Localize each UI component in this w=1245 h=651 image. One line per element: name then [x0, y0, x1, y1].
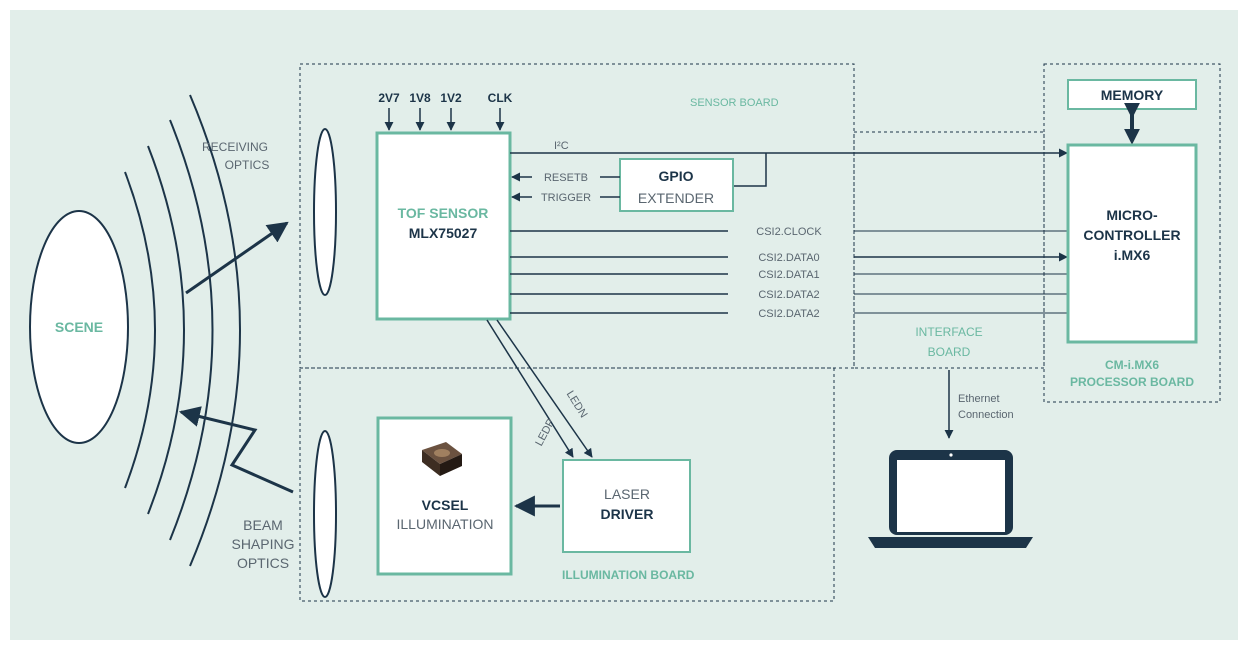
beam-optics-label-1: BEAM [243, 517, 283, 533]
vcsel-box [376, 416, 513, 576]
processor-board-label-2: PROCESSOR BOARD [1070, 375, 1194, 389]
processor-board-outline [1043, 63, 1221, 403]
illumination-board-outline [299, 367, 835, 602]
vcsel-subtitle: ILLUMINATION [397, 516, 494, 532]
microcontroller-box [1066, 143, 1198, 344]
pin-1v8-label: 1V8 [409, 91, 431, 105]
mcu-line-1: MICRO- [1106, 207, 1158, 223]
ledp-line [486, 319, 574, 458]
wavefront-3 [169, 119, 214, 541]
pin-clk-label: CLK [488, 91, 513, 105]
ledn-line [496, 319, 593, 458]
tof-sensor-title: TOF SENSOR [398, 205, 489, 221]
scene-label: SCENE [55, 319, 103, 335]
memory-label: MEMORY [1101, 87, 1164, 103]
mcu-line-3: i.MX6 [1114, 247, 1151, 263]
processor-board-label-1: CM-i.MX6 [1105, 358, 1159, 372]
csi-clock-label: CSI2.CLOCK [756, 226, 822, 238]
csi-data0-label: CSI2.DATA0 [758, 252, 819, 264]
scene-ellipse [29, 210, 129, 444]
trigger-label: TRIGGER [541, 192, 591, 204]
csi-data2-label: CSI2.DATA2 [758, 289, 819, 301]
mcu-line-2: CONTROLLER [1083, 227, 1180, 243]
beam-optics-label-3: OPTICS [237, 555, 289, 571]
wavefront-1 [124, 171, 156, 489]
pin-2v7-label: 2V7 [378, 91, 400, 105]
illumination-board-label: ILLUMINATION BOARD [562, 568, 695, 582]
csi-data3-label: CSI2.DATA2 [758, 308, 819, 320]
receiving-lens [313, 128, 337, 296]
ethernet-label-1: Ethernet [958, 393, 1000, 405]
tof-sensor-box [375, 131, 512, 321]
pin-1v2-label: 1V2 [440, 91, 462, 105]
beam-optics-label-2: SHAPING [231, 536, 294, 552]
gpio-title: GPIO [658, 168, 693, 184]
interface-board-label-2: BOARD [928, 345, 971, 359]
resetb-label: RESETB [544, 172, 588, 184]
vcsel-title: VCSEL [422, 497, 469, 513]
laser-driver-line1: LASER [604, 486, 650, 502]
wavefront-2 [147, 145, 185, 515]
ethernet-label-2: Connection [958, 409, 1014, 421]
laptop-icon [868, 450, 1033, 548]
gpio-extender-box [619, 158, 734, 212]
gpio-i2c-branch [734, 153, 767, 187]
reflected-ray-arrow [185, 221, 289, 295]
receiving-optics-label-2: OPTICS [225, 158, 270, 172]
i2c-label: I²C [554, 140, 569, 152]
csi-data1-label: CSI2.DATA1 [758, 269, 819, 281]
sensor-board-label: SENSOR BOARD [690, 97, 779, 109]
vcsel-chip-icon [422, 442, 462, 476]
gpio-subtitle: EXTENDER [638, 190, 714, 206]
beam-shaping-lens [313, 430, 337, 598]
receiving-optics-label-1: RECEIVING [202, 140, 268, 154]
wavefront-4 [189, 94, 241, 567]
interface-board-label-1: INTERFACE [915, 325, 982, 339]
emitted-ray-arrow [178, 406, 294, 494]
tof-sensor-part: MLX75027 [409, 225, 478, 241]
laser-driver-box [562, 459, 691, 553]
laser-driver-line2: DRIVER [601, 506, 654, 522]
